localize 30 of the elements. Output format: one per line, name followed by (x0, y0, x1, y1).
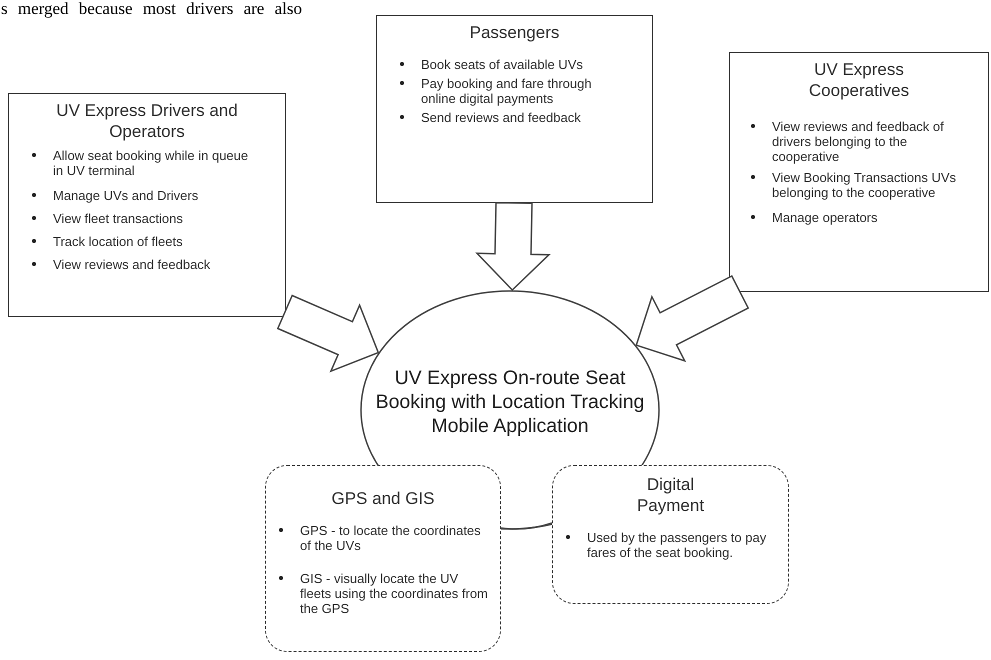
dashed-rounded-box (552, 465, 789, 604)
node-title: UV Express On-route Seat Booking with Location Tracking Mobile Application (374, 366, 646, 438)
bullet-item: GIS - visually locate the UV fleets using the coordinates from the GPS (300, 571, 490, 616)
bullet-item: Manage UVs and Drivers (53, 188, 253, 203)
document-text-line: s merged because most drivers are also (1, 0, 302, 17)
bullet-item: Send reviews and feedback (421, 110, 626, 125)
bullet-item: Manage operators (772, 210, 970, 225)
bullet-item: GPS - to locate the coordinates of the UVs (300, 523, 490, 553)
box-title: UV Express Cooperatives (808, 59, 910, 101)
actor-box (376, 15, 653, 203)
bullet-item: Track location of fleets (53, 234, 253, 249)
box-title: Passengers (468, 22, 560, 43)
bullet-item: Allow seat booking while in queue in UV terminal (53, 148, 253, 178)
bullet-item: View reviews and feedback of drivers belonging to the cooperative (772, 119, 970, 164)
dashed-rounded-box (265, 465, 501, 652)
bullet-item: Book seats of available UVs (421, 57, 626, 72)
bullet-item: View fleet transactions (53, 211, 253, 226)
block-arrow (635, 275, 750, 362)
box-title: GPS and GIS (330, 488, 436, 509)
box-title: Digital Payment (636, 474, 706, 516)
block-arrow (276, 294, 380, 373)
bullet-item: Pay booking and fare through online digital payments (421, 76, 626, 106)
bullet-item: View reviews and feedback (53, 257, 253, 272)
bullet-item: Used by the passengers to pay fares of the seat booking. (587, 530, 777, 560)
actor-box (729, 52, 989, 292)
bullet-item: View Booking Transactions UVs belonging to the cooperative (772, 170, 970, 200)
connector-line (500, 522, 552, 530)
box-title: UV Express Drivers and Operators (55, 100, 239, 142)
block-arrow (475, 202, 551, 292)
actor-box (8, 93, 286, 317)
